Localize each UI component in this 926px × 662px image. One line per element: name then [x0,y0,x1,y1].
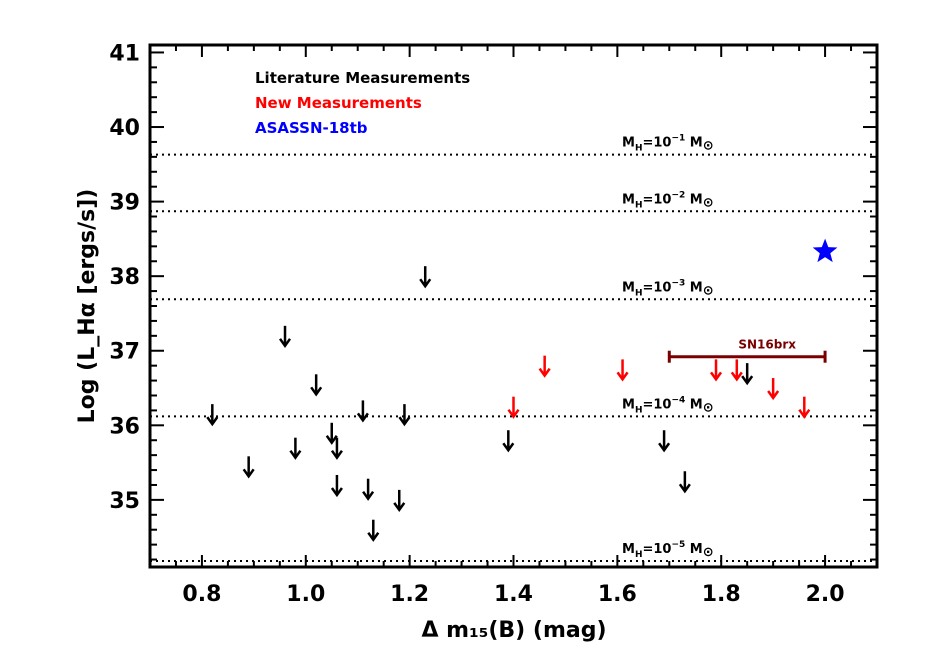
arrow-head [310,386,323,397]
upper-limit-arrow [507,396,520,419]
upper-limit-arrow [356,400,369,423]
upper-limit-arrow [678,471,691,494]
arrow-head [362,490,375,501]
reference-lines: MH=10−1 M⊙ MH=10−2 M⊙ MH=10−3 M⊙ MH=10−4 M⊙… [150,134,877,563]
legend-entry: ASASSN-18tb [255,119,368,137]
arrow-head [710,371,723,382]
reference-line-label: MH=10−4 M⊙ [622,395,714,415]
upper-limit-arrow [658,430,671,453]
upper-limit-arrow [242,456,255,479]
upper-limit-arrow [398,404,411,427]
upper-limit-arrow [330,437,343,460]
arrow-head [678,483,691,494]
x-tick-label: 1.6 [598,582,637,607]
sn16brx-range-bar: SN16brx [667,338,827,363]
upper-limit-arrow [616,359,629,382]
arrow-head [502,442,515,453]
arrow-head [278,338,292,348]
x-tick-label: 1.8 [702,582,741,607]
x-tick-label: 2.0 [806,582,845,607]
x-axis-title: Δ m₁₅(B) (mag) [421,618,606,643]
arrow-head [538,367,551,378]
reference-line-label: MH=10−1 M⊙ [622,134,714,154]
arrow-head [741,375,754,386]
upper-limit-arrow [393,489,406,513]
y-tick-label: 37 [109,340,140,365]
y-tick-label: 40 [109,116,140,141]
upper-limit-arrow [289,437,302,460]
reference-line-label: MH=10−3 M⊙ [622,278,714,298]
upper-limit-arrow [310,374,323,397]
y-tick-label: 36 [109,414,140,439]
range-bar-label: SN16brx [738,338,796,352]
arrow-head [767,390,780,401]
upper-limit-arrow [730,359,743,382]
legend-entry: New Measurements [255,94,422,112]
arrow-head [330,487,343,498]
arrow-head [393,502,406,513]
x-tick-label: 1.2 [390,582,429,607]
upper-limit-arrow [798,396,811,419]
arrow-head [330,449,343,460]
upper-limit-arrow [330,474,343,498]
upper-limit-arrow [741,363,754,386]
arrow-head [798,408,811,419]
x-tick-label: 1.4 [494,582,533,607]
upper-limit-arrow [278,325,292,348]
upper-limit-arrow [206,404,219,427]
upper-limit-arrow [325,422,338,445]
reference-line-label: MH=10−2 M⊙ [622,190,714,210]
arrow-head [616,371,629,382]
y-tick-label: 39 [109,191,140,216]
x-tick-label: 1.0 [286,582,325,607]
arrow-head [658,442,671,453]
arrow-head [730,371,743,382]
arrow-head [325,435,338,445]
x-tick-label: 0.8 [182,582,221,607]
reference-line-label: MH=10−5 M⊙ [622,540,714,560]
arrow-head [398,416,411,427]
arrow-head [419,278,432,289]
y-tick-label: 41 [109,41,140,66]
legend-entry: Literature Measurements [255,69,470,87]
arrow-head [242,468,255,479]
upper-limit-arrow [502,430,515,453]
upper-limit-arrow [367,519,380,542]
upper-limit-arrow [538,355,551,378]
arrow-head [367,531,380,542]
arrow-head [206,416,219,427]
y-tick-label: 35 [109,489,140,514]
axis-ticks [149,45,878,567]
upper-limit-arrow [419,266,432,289]
y-tick-labels: 35 36 37 38 39 40 41 [109,41,140,513]
star-marker [812,238,838,263]
x-tick-labels: 0.8 1.0 1.2 1.4 1.6 1.8 2.0 [182,582,844,607]
upper-limit-arrow [767,378,780,401]
data-points [206,238,838,542]
arrow-head [289,449,302,460]
y-tick-label: 38 [109,265,140,290]
y-axis-title: Log (L_Hα [ergs/s]) [75,189,100,424]
arrow-head [356,412,369,423]
upper-limit-arrow [362,478,375,501]
arrow-head [507,408,520,419]
upper-limit-arrow [710,359,723,382]
